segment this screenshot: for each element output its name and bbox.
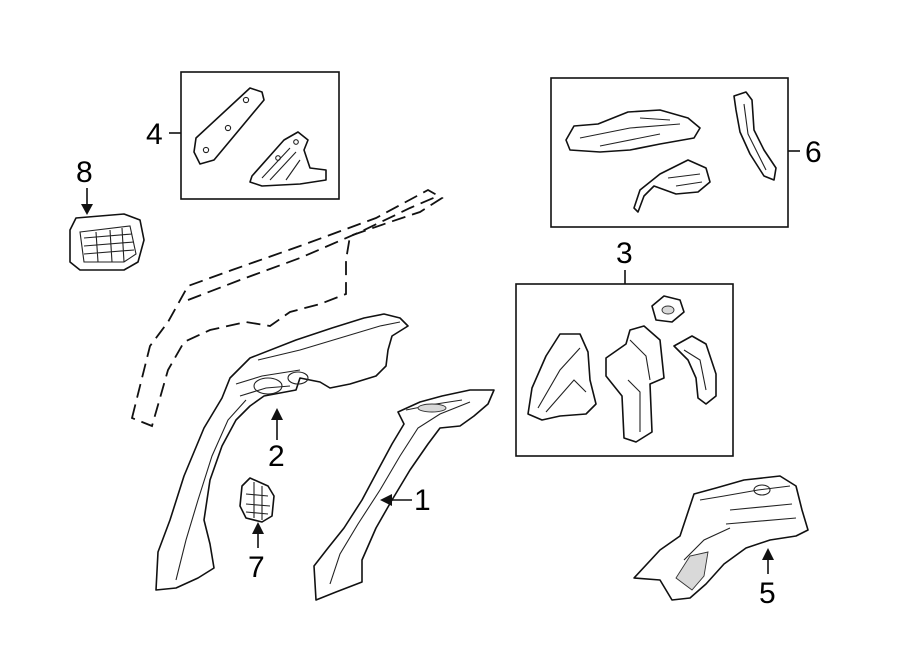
part-5-extension: 5 [633,475,809,610]
part-4-gusset-detail [261,147,301,181]
part-8-arrow [81,204,93,215]
part-8-louvers [83,227,135,263]
group-6-frame [550,77,789,228]
part-4-hole [242,96,250,104]
part-5-arrow [762,548,774,560]
part-4-gusset [249,131,327,187]
part-1-cutout [417,403,447,413]
part-2-cutout [287,371,309,385]
part-2-arrow [271,408,283,420]
part-6-strap-detail [743,103,767,171]
part-3-left-brace [527,333,597,421]
callout-7[interactable]: 7 [248,551,265,584]
callout-2[interactable]: 2 [268,440,285,473]
part-group-4: 4 [146,71,340,200]
part-4-hole [224,124,232,132]
part-7-grid [245,482,271,520]
part-3-left-brace-detail [537,347,587,413]
part-3-nut-hole [661,305,675,315]
part-4-hole [202,146,210,154]
quarter-panel-outline [130,188,444,428]
outline-upper [130,188,444,428]
part-8-vent: 8 [69,156,145,271]
part-3-right-bracket [673,335,717,405]
part-3-center-reinforcement [605,325,665,443]
part-2-cutout [253,377,283,395]
part-4-hole [275,155,281,161]
part-2-detail [175,321,401,581]
part-group-3: 3 [515,237,734,457]
callout-1[interactable]: 1 [414,484,431,517]
part-1-body [313,389,495,601]
part-6-channel-detail [579,117,681,147]
part-5-hole [753,484,771,496]
part-3-right-detail [683,349,707,391]
callout-6[interactable]: 6 [805,136,822,169]
part-5-body [633,475,809,601]
part-group-6: 6 [550,77,822,228]
part-7-vent: 7 [239,477,275,584]
callout-5[interactable]: 5 [759,577,776,610]
part-8-body [69,213,145,271]
part-8-inner [79,225,137,263]
part-2-body [155,313,409,591]
callout-4[interactable]: 4 [146,118,163,151]
part-6-bracket-detail [667,173,703,187]
part-6-channel [565,109,701,153]
callout-3[interactable]: 3 [616,237,633,270]
outline-inner [187,195,439,301]
part-7-body [239,477,275,523]
part-5-cutout [675,551,709,591]
part-3-center-detail [627,339,651,432]
group-4-frame [180,71,340,200]
part-1-arrow [380,494,392,506]
callout-8[interactable]: 8 [76,156,93,189]
part-5-detail [683,485,797,561]
part-6-bracket [633,159,711,213]
part-7-arrow [252,522,264,534]
part-1-pillar: 1 [313,389,495,601]
part-4-hole [293,139,299,145]
part-6-strap [733,91,777,181]
part-2-wheelhouse: 2 [155,313,409,591]
